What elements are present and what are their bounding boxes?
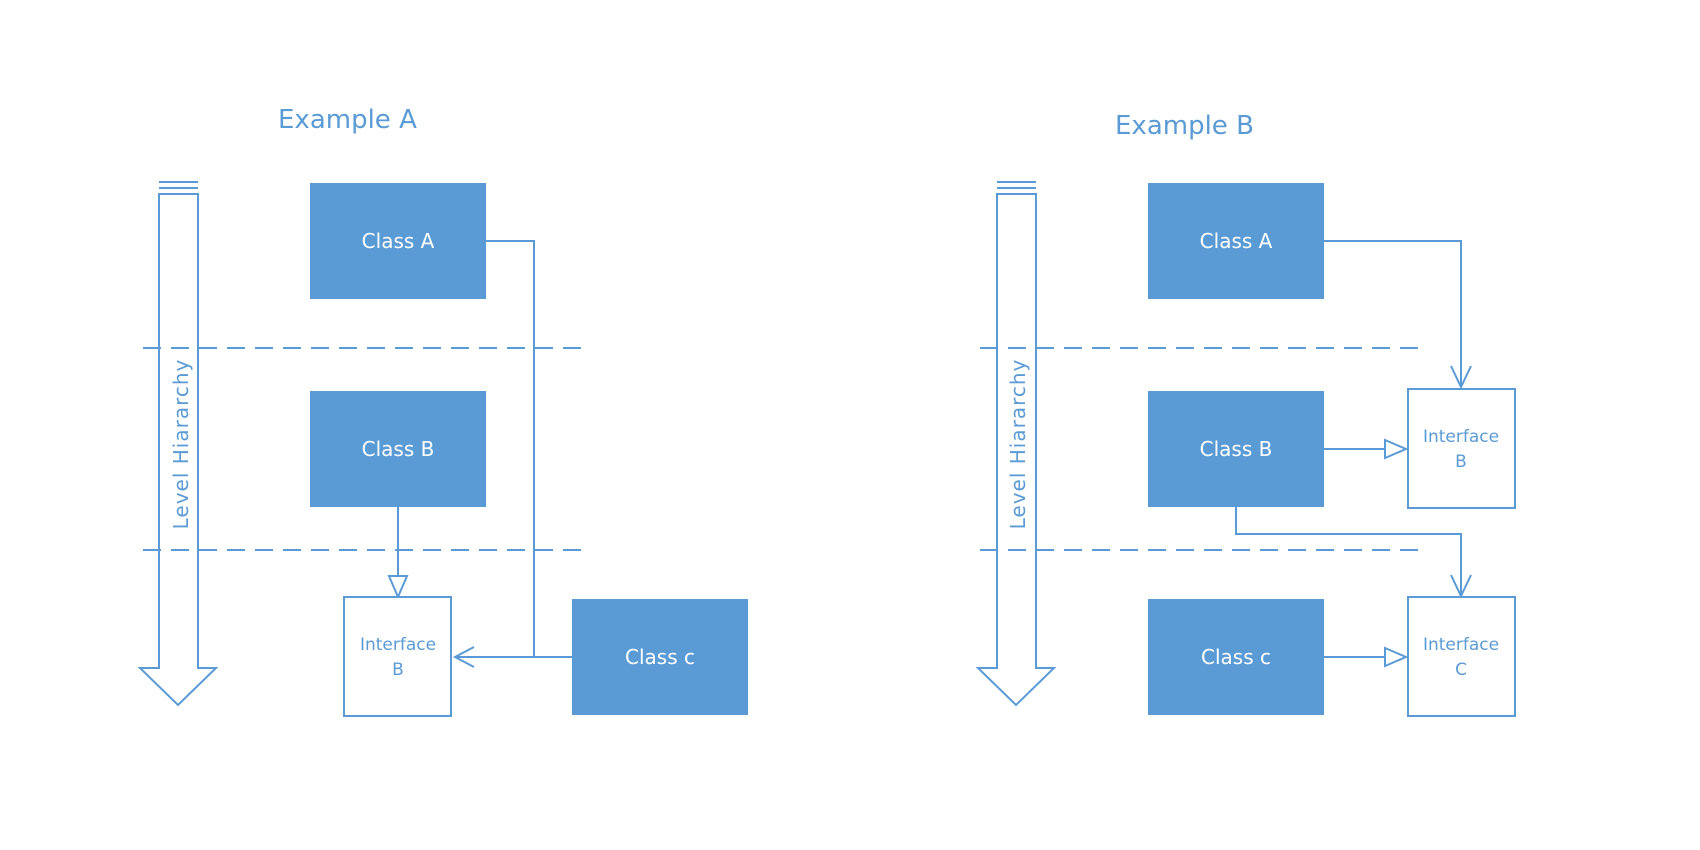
class-b-box: [310, 391, 486, 507]
connectors: [1235, 240, 1472, 668]
class-b-label: Class B: [362, 437, 435, 461]
interface-b-label: Interface: [1423, 427, 1499, 447]
interface-c-label: Interface: [1423, 635, 1499, 655]
class-a-box: [310, 183, 486, 299]
interface-b-label: Interface: [360, 635, 436, 655]
interface-b-box: [343, 596, 452, 717]
class-a-label: Class A: [1200, 229, 1273, 253]
interface-b-label-letter: B: [1455, 452, 1467, 472]
level-hierarchy-label: Level Hiararchy: [169, 359, 193, 530]
class-b-label: Class B: [1200, 437, 1273, 461]
class-c-box: [572, 599, 748, 715]
level-hierarchy-arrow: [137, 181, 219, 707]
interface-b-label-letter: B: [392, 660, 404, 680]
example-a-title: Example A: [278, 105, 417, 135]
interface-c-box: [1407, 596, 1516, 717]
example-b-title: Example B: [1115, 111, 1254, 141]
connectors: [387, 240, 572, 668]
level-hierarchy-label: Level Hiararchy: [1006, 359, 1030, 530]
level-hierarchy-arrow: [975, 181, 1057, 707]
class-c-label: Class c: [625, 645, 695, 669]
interface-b-box: [1407, 388, 1516, 509]
class-a-box: [1148, 183, 1324, 299]
class-a-label: Class A: [362, 229, 435, 253]
interface-c-label-letter: C: [1455, 660, 1467, 680]
class-c-label: Class c: [1201, 645, 1271, 669]
example-b: Example B Level Hiararchy Cl: [975, 111, 1516, 717]
class-c-box: [1148, 599, 1324, 715]
example-a: Example A Level Hiararchy Class A Class …: [137, 105, 748, 717]
class-b-box: [1148, 391, 1324, 507]
